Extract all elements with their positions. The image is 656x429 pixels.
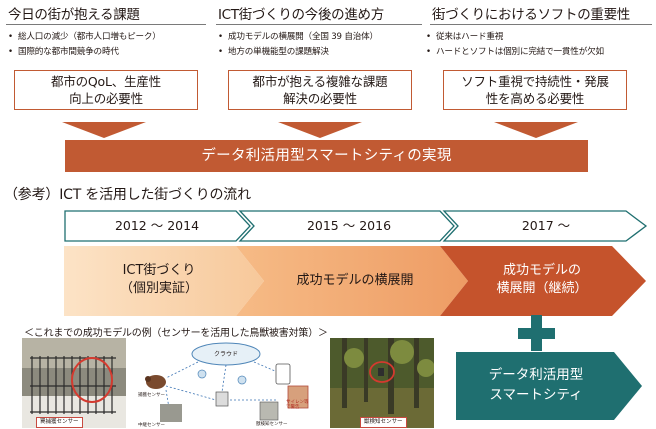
phase-chevron-3 — [440, 246, 646, 316]
year-chevron — [64, 210, 251, 242]
column-title: 今日の街が抱える課題 — [8, 7, 140, 23]
timeline-phases: ICT街づくり （個別実証） 成功モデルの横展開 成功モデルの 横展開（継続） — [64, 246, 648, 316]
need-box: ソフト重視で持続性・発展 性を高める必要性 — [443, 70, 627, 110]
year-label: 2012 ～ 2014 — [114, 218, 200, 233]
phase-chevrons — [64, 246, 646, 316]
year-label: 2017 ～ — [521, 218, 571, 233]
trap-photo: 罠捕獲センサー — [22, 338, 126, 428]
trap-cage-image — [22, 338, 126, 428]
down-arrow — [278, 122, 362, 138]
down-arrow — [494, 122, 578, 138]
bullet-list: •従来はハード重視 •ハードとソフトは個別に完結で一貫性が欠如 — [426, 30, 604, 60]
need-box: 都市のQoL、生産性 向上の必要性 — [14, 70, 198, 110]
network-image — [145, 342, 309, 422]
goal-banner: データ利活用型スマートシティの実現 — [65, 140, 588, 172]
bullet-item: •地方の単機能型の課題解決 — [218, 47, 329, 57]
column-title: ICT街づくりの今後の進め方 — [218, 7, 384, 23]
examples-title: ＜これまでの成功モデルの例（センサーを活用した鳥獣被害対策）＞ — [24, 328, 328, 339]
phase-chevron-2 — [236, 246, 468, 316]
need-line: 性を高める必要性 — [485, 91, 585, 106]
bullet-item: •従来はハード重視 — [426, 32, 504, 42]
phase-label: ICT街づくり （個別実証） — [119, 263, 198, 296]
siren-label: サイレン等 で警告 — [286, 400, 309, 410]
need-line: 都市のQoL、生産性 — [51, 74, 161, 89]
photo-caption: 罠捕獲センサー — [36, 417, 83, 428]
sensor-network-diagram: クラウド 捕獲センサー 中継センサー サイレン等 で警告 獣検知センサー — [136, 340, 318, 428]
relay-label: 中継センサー — [138, 423, 165, 428]
need-line: ソフト重視で持続性・発展 — [461, 74, 609, 89]
plus-icon-bar — [518, 328, 555, 339]
forest-image — [330, 338, 434, 428]
final-goal-arrow: データ利活用型 スマートシティ — [456, 352, 644, 420]
divider — [430, 24, 652, 25]
cloud-label: クラウド — [214, 351, 239, 358]
down-arrow — [62, 122, 146, 138]
phase-label: 成功モデルの 横展開（継続） — [496, 263, 588, 296]
year-label: 2015 ～ 2016 — [306, 218, 392, 233]
divider — [216, 24, 422, 25]
year-chevron — [442, 210, 648, 242]
year-chevrons — [64, 210, 648, 242]
bullet-item: •国際的な都市間競争の時代 — [8, 47, 119, 57]
bullet-list: •総人口の減少（都市人口増もピーク） •国際的な都市間競争の時代 — [8, 30, 161, 60]
column-title: 街づくりにおけるソフトの重要性 — [432, 7, 630, 23]
detect-label: 獣検知センサー — [256, 422, 288, 427]
phase-chevron-1 — [64, 246, 264, 316]
bullet-item: •ハードとソフトは個別に完結で一貫性が欠如 — [426, 47, 604, 57]
timeline-years: 2012 ～ 2014 2015 ～ 2016 2017 ～ — [64, 210, 648, 242]
photo-caption: 獣検知センサー — [360, 417, 407, 428]
final-arrow-shape — [456, 352, 642, 420]
trap-label: 捕獲センサー — [138, 393, 165, 398]
final-label: データ利活用型 スマートシティ — [488, 367, 584, 403]
year-chevron — [238, 210, 455, 242]
divider — [6, 24, 206, 25]
need-line: 都市が抱える複雑な課題 — [252, 74, 388, 89]
bullet-item: •成功モデルの横展開（全国 39 自治体） — [218, 32, 378, 42]
phase-label: 成功モデルの横展開 — [296, 273, 414, 288]
need-box: 都市が抱える複雑な課題 解決の必要性 — [228, 70, 412, 110]
bullet-item: •総人口の減少（都市人口増もピーク） — [8, 32, 161, 42]
reference-title: （参考）ICT を活用した街づくりの流れ — [4, 187, 251, 203]
forest-photo: 獣検知センサー — [330, 338, 434, 428]
bullet-list: •成功モデルの横展開（全国 39 自治体） •地方の単機能型の課題解決 — [218, 30, 378, 60]
need-line: 向上の必要性 — [69, 91, 143, 106]
need-line: 解決の必要性 — [283, 91, 357, 106]
